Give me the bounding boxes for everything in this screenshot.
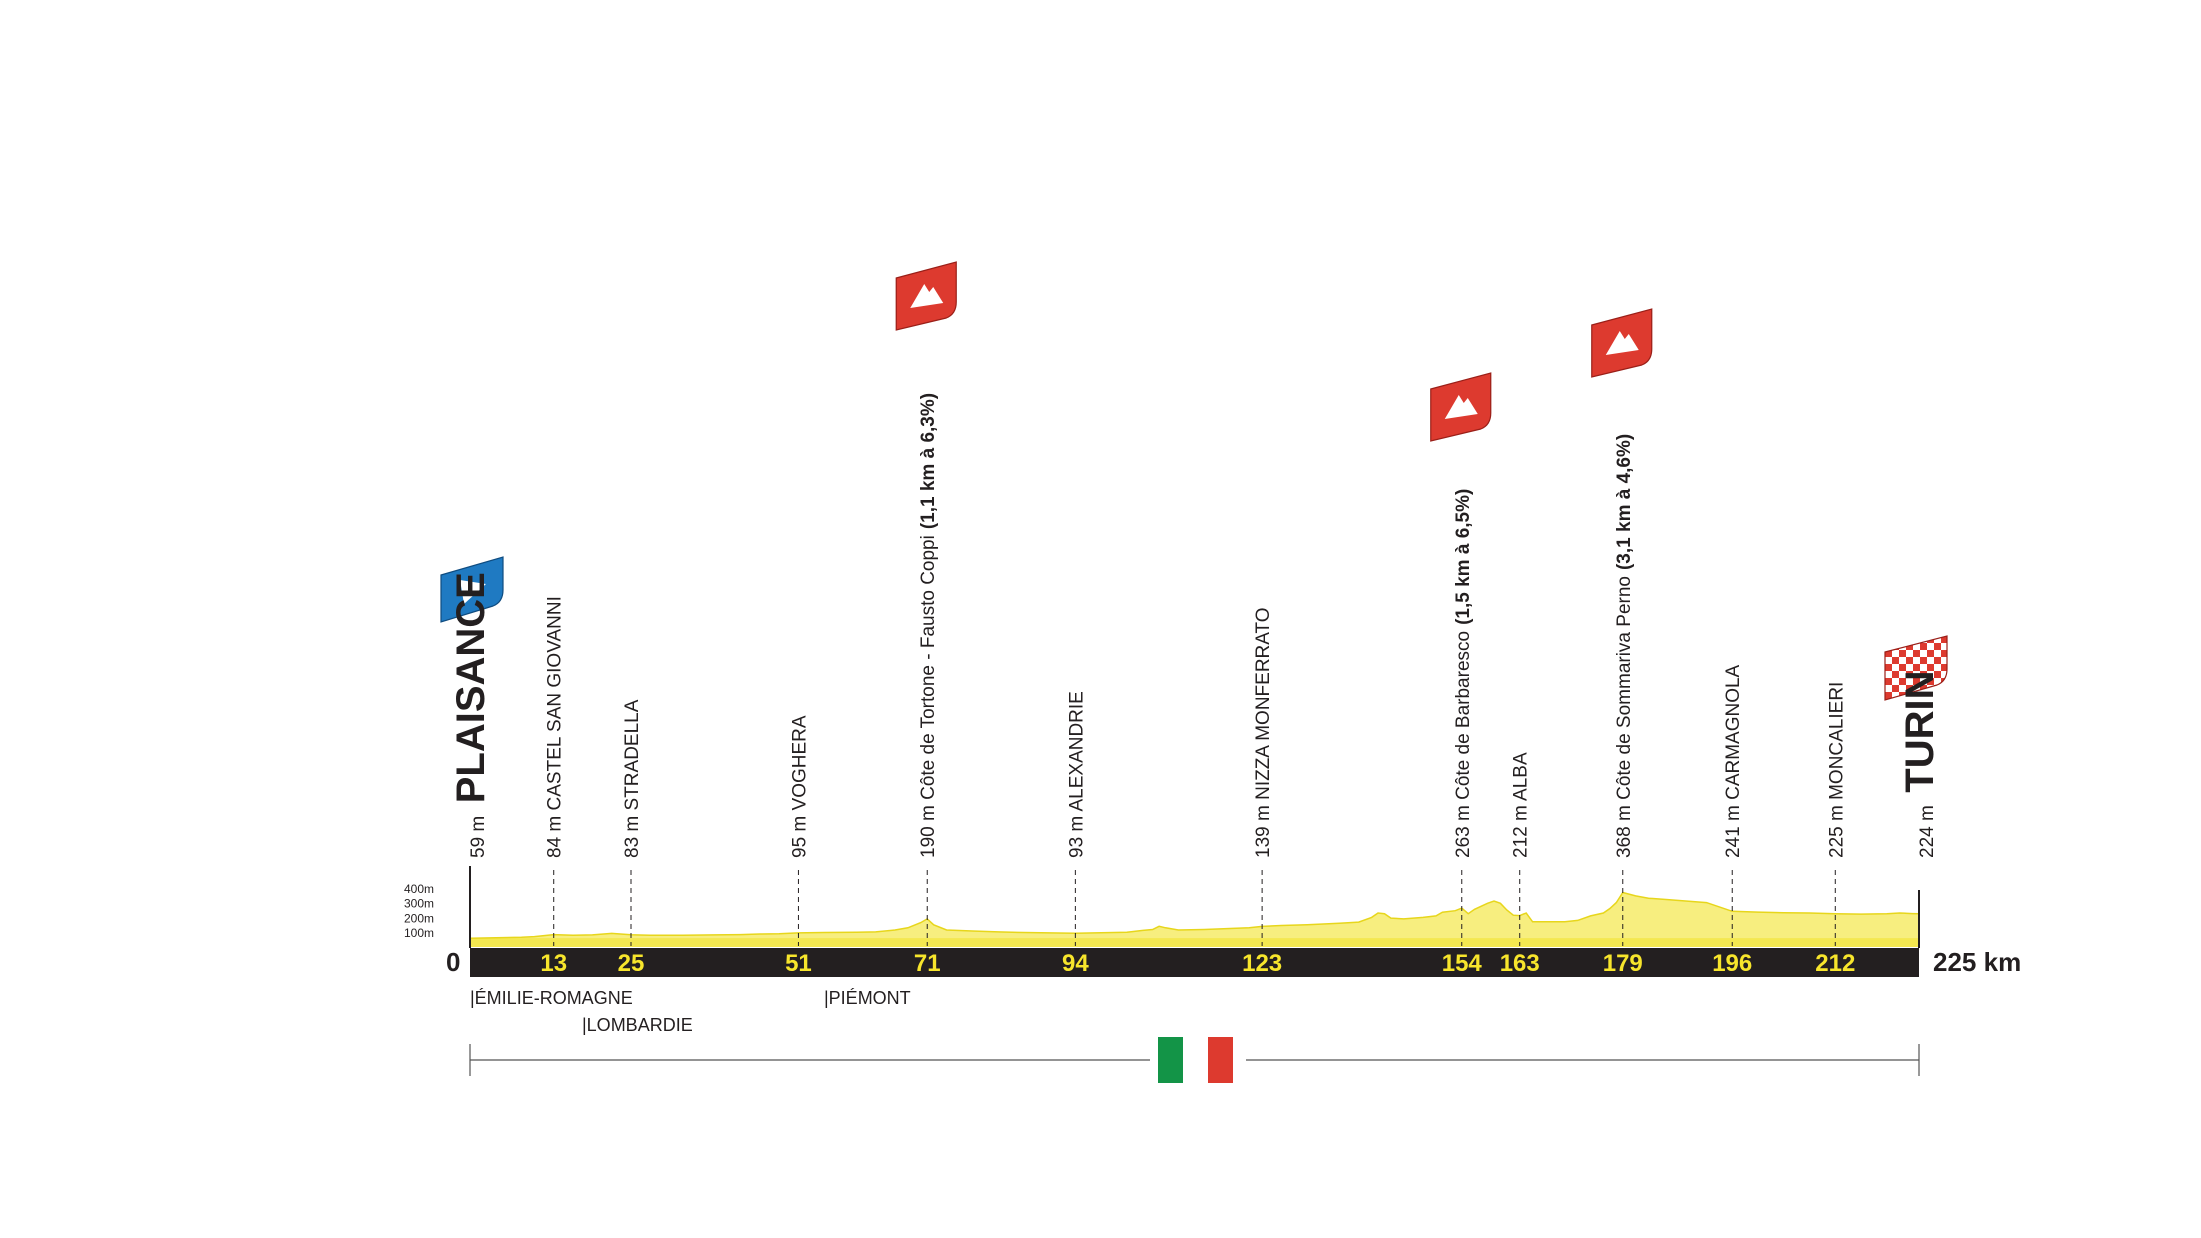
km-tick-label: 51 (785, 950, 812, 977)
waypoint-name: ALEXANDRIE (1066, 691, 1087, 811)
waypoint-name: VOGHERA (789, 715, 810, 810)
waypoint-name: MONCALIERI (1826, 682, 1847, 800)
elevation-profile-area (470, 892, 1919, 947)
waypoint-label: 241 m CARMAGNOLA (1723, 664, 1744, 858)
waypoint-climb-info: (1,5 km à 6,5%) (1453, 489, 1474, 625)
waypoint-label: 225 m MONCALIERI (1826, 682, 1847, 858)
mountain-climb-icon (1430, 372, 1492, 442)
waypoint-label: 190 m Côte de Tortone - Fausto Coppi (1,1… (918, 393, 939, 858)
start-marker: 59 m PLAISANCE (440, 556, 504, 858)
waypoint-altitude: 84 m (545, 810, 566, 858)
waypoint-altitude: 139 m (1253, 800, 1274, 858)
waypoint-altitude: 93 m (1066, 812, 1087, 858)
waypoints-group: 84 m CASTEL SAN GIOVANNI 83 m STRADELLA 95… (545, 261, 1847, 946)
distance-ticks: 13 25 51 71 94 123 154 163 179 196 212 (540, 950, 1855, 977)
region-label-emilie-romagne: |ÉMILIE-ROMAGNE (470, 988, 633, 1008)
km-tick-label: 212 (1815, 950, 1855, 977)
waypoint-label: 95 m VOGHERA (789, 715, 810, 858)
country-line (469, 1037, 1920, 1083)
km-tick-label: 163 (1500, 950, 1540, 977)
waypoint-label: 93 m ALEXANDRIE (1066, 691, 1087, 858)
finish-marker: 224 m TURIN (1884, 635, 1948, 858)
km-tick-label: 196 (1712, 950, 1752, 977)
waypoint-label: 83 m STRADELLA (622, 699, 643, 858)
km-tick-label: 154 (1442, 950, 1483, 977)
waypoint-altitude: 368 m (1614, 800, 1635, 858)
waypoint-name: Côte de Sommariva Perno (1614, 576, 1635, 800)
waypoint-climb-info: (3,1 km à 4,6%) (1614, 434, 1635, 570)
elevation-profile-line (469, 891, 1920, 940)
finish-label: 224 m TURIN (1898, 671, 1942, 858)
waypoint-name: NIZZA MONFERRATO (1253, 607, 1274, 799)
italy-flag-icon (1158, 1037, 1233, 1083)
waypoint-name: CARMAGNOLA (1723, 664, 1744, 799)
finish-km-label: 225 km (1933, 947, 2021, 977)
region-label-lombardie: |LOMBARDIE (582, 1015, 693, 1035)
waypoint-altitude: 212 m (1511, 801, 1532, 858)
waypoint-altitude: 241 m (1723, 800, 1744, 858)
waypoint-label: 368 m Côte de Sommariva Perno (3,1 km à 4… (1614, 434, 1635, 858)
waypoint-altitude: 263 m (1453, 800, 1474, 858)
km-tick-label: 13 (540, 950, 567, 977)
finish-altitude: 224 m (1917, 805, 1938, 858)
finish-city: TURIN (1898, 671, 1942, 793)
waypoint-name: STRADELLA (622, 699, 643, 810)
waypoint-altitude: 95 m (789, 810, 810, 858)
mountain-climb-icon (895, 261, 957, 331)
km-tick-label: 179 (1603, 950, 1643, 977)
waypoint-label: 139 m NIZZA MONFERRATO (1253, 607, 1274, 858)
start-altitude: 59 m (468, 816, 489, 858)
waypoint-name: Côte de Barbaresco (1453, 631, 1474, 800)
km-tick-label: 94 (1062, 950, 1089, 977)
km-tick-label: 25 (618, 950, 645, 977)
waypoint-altitude: 190 m (918, 800, 939, 858)
altitude-tick-label: 200m (404, 911, 434, 925)
start-flag-icon (440, 556, 504, 623)
waypoint-label: 212 m ALBA (1511, 752, 1532, 858)
checkered-finish-icon (1884, 635, 1948, 701)
start-label: 59 m PLAISANCE (449, 572, 493, 858)
waypoint-altitude: 83 m (622, 810, 643, 858)
altitude-tick-label: 300m (404, 897, 434, 911)
waypoint-name: ALBA (1511, 752, 1532, 801)
waypoint-label: 84 m CASTEL SAN GIOVANNI (545, 596, 566, 858)
waypoint-name: Côte de Tortone - Fausto Coppi (918, 535, 939, 800)
elevation-profile-band (470, 938, 1919, 947)
waypoint-climb-info: (1,1 km à 6,3%) (918, 393, 939, 529)
distance-bar (470, 948, 1919, 977)
start-city: PLAISANCE (449, 572, 493, 803)
waypoint-altitude: 225 m (1826, 800, 1847, 858)
waypoint-name: CASTEL SAN GIOVANNI (545, 596, 566, 810)
km-tick-label: 71 (914, 950, 941, 977)
waypoint-label: 263 m Côte de Barbaresco (1,5 km à 6,5%) (1453, 489, 1474, 858)
altitude-tick-label: 400m (404, 882, 434, 896)
altitude-tick-label: 100m (404, 926, 434, 940)
mountain-climb-icon (1591, 308, 1653, 378)
km-tick-label: 123 (1242, 950, 1282, 977)
region-label-piemont: |PIÉMONT (824, 988, 911, 1008)
start-km-label: 0 (446, 947, 460, 977)
